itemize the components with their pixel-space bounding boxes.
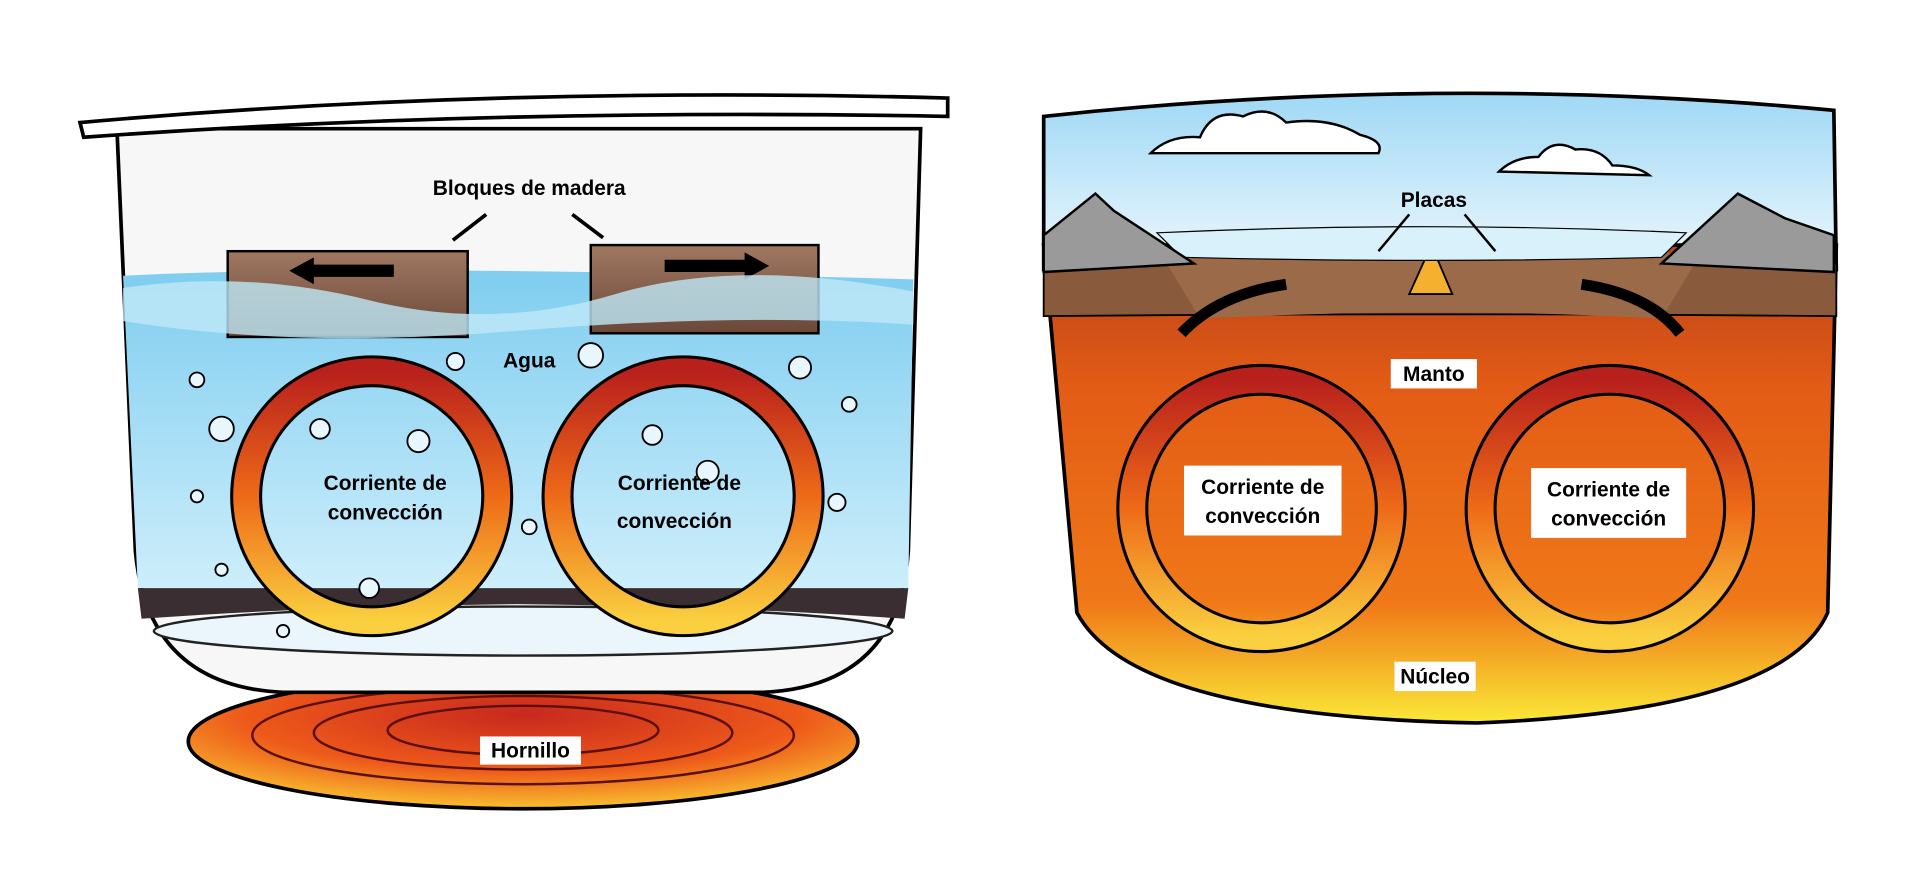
current-label-line1: Corriente de xyxy=(1547,478,1670,501)
mantle-label: Manto xyxy=(1403,363,1465,386)
current-label-line2: convección xyxy=(617,510,732,533)
convection-arrow-right xyxy=(541,355,825,638)
arrow-right-icon xyxy=(664,252,770,280)
beaker-illustration: Bloques de madera Agua Corriente de conv… xyxy=(77,93,950,811)
current-label-line2: convección xyxy=(1205,505,1320,528)
current-label-line1: Corriente de xyxy=(324,472,447,495)
mountain-left xyxy=(1042,191,1198,274)
arrow-left-icon xyxy=(289,257,394,285)
ridge xyxy=(1407,242,1454,296)
current-label-line2: convección xyxy=(328,502,443,525)
mountain-right xyxy=(1658,192,1836,274)
subduction-arrow-left xyxy=(1177,278,1287,338)
bubbles xyxy=(188,342,858,639)
core-label: Núcleo xyxy=(1400,666,1470,689)
current-label-line1: Corriente de xyxy=(1201,476,1324,499)
current-label-line1: Corriente de xyxy=(618,472,741,495)
convection-arrow-left xyxy=(230,355,514,638)
mantle-convection-arrow-right xyxy=(1464,363,1756,654)
earth-cross-section: Placas Manto Corriente de convección Cor… xyxy=(1041,91,1839,725)
cloud-left xyxy=(1147,110,1381,155)
subduction-arrow-right xyxy=(1580,278,1685,337)
stove-label: Hornillo xyxy=(491,739,570,762)
cloud-right xyxy=(1496,143,1653,177)
wood-blocks-label: Bloques de madera xyxy=(433,177,626,200)
plates-label: Placas xyxy=(1401,189,1467,212)
current-label-line2: convección xyxy=(1551,508,1666,531)
mantle-convection-arrow-left xyxy=(1116,363,1407,654)
water-label: Agua xyxy=(503,350,556,373)
